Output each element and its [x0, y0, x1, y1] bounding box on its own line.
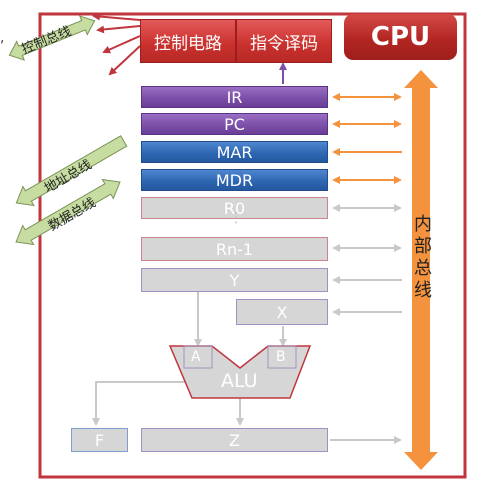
cpu-boundary — [38, 12, 467, 479]
register-pc: PC — [141, 113, 328, 135]
alu-a-port — [183, 345, 213, 369]
instruction-decoder-box: 指令译码 — [236, 19, 332, 63]
control-arrow-4 — [108, 45, 141, 76]
alu-to-f — [92, 381, 205, 426]
internal-bus-arrow — [404, 70, 438, 470]
address-bus-arrow — [15, 135, 128, 207]
alu-input-b-label: B — [276, 349, 286, 365]
control-bus-arrow — [8, 15, 96, 61]
register-ir: IR — [141, 86, 328, 108]
edge-mark: , — [0, 30, 4, 46]
register-rn1: Rn-1 — [141, 237, 328, 261]
control-circuit-box: 控制电路 — [140, 19, 236, 63]
cpu-title: CPU — [344, 14, 457, 60]
register-mar: MAR — [141, 141, 328, 163]
register-mdr: MDR — [141, 169, 328, 191]
internal-bus-label: 内部总线 — [411, 214, 432, 302]
register-x: X — [236, 299, 328, 325]
register-r0: R0 — [141, 197, 328, 219]
control-arrow-1 — [92, 12, 141, 21]
alu-input-a-label: A — [191, 349, 201, 365]
control-arrow-2 — [96, 25, 141, 34]
register-ellipsis: ⋮ — [229, 210, 243, 226]
register-f: F — [71, 428, 128, 452]
alu-label: ALU — [221, 370, 258, 392]
control-bus-label: 控制总线 — [20, 24, 74, 57]
alu-b-port — [267, 345, 297, 369]
register-z: Z — [141, 428, 328, 452]
register-y: Y — [141, 268, 328, 292]
control-arrow-3 — [102, 35, 141, 54]
data-bus-arrow — [15, 178, 121, 246]
